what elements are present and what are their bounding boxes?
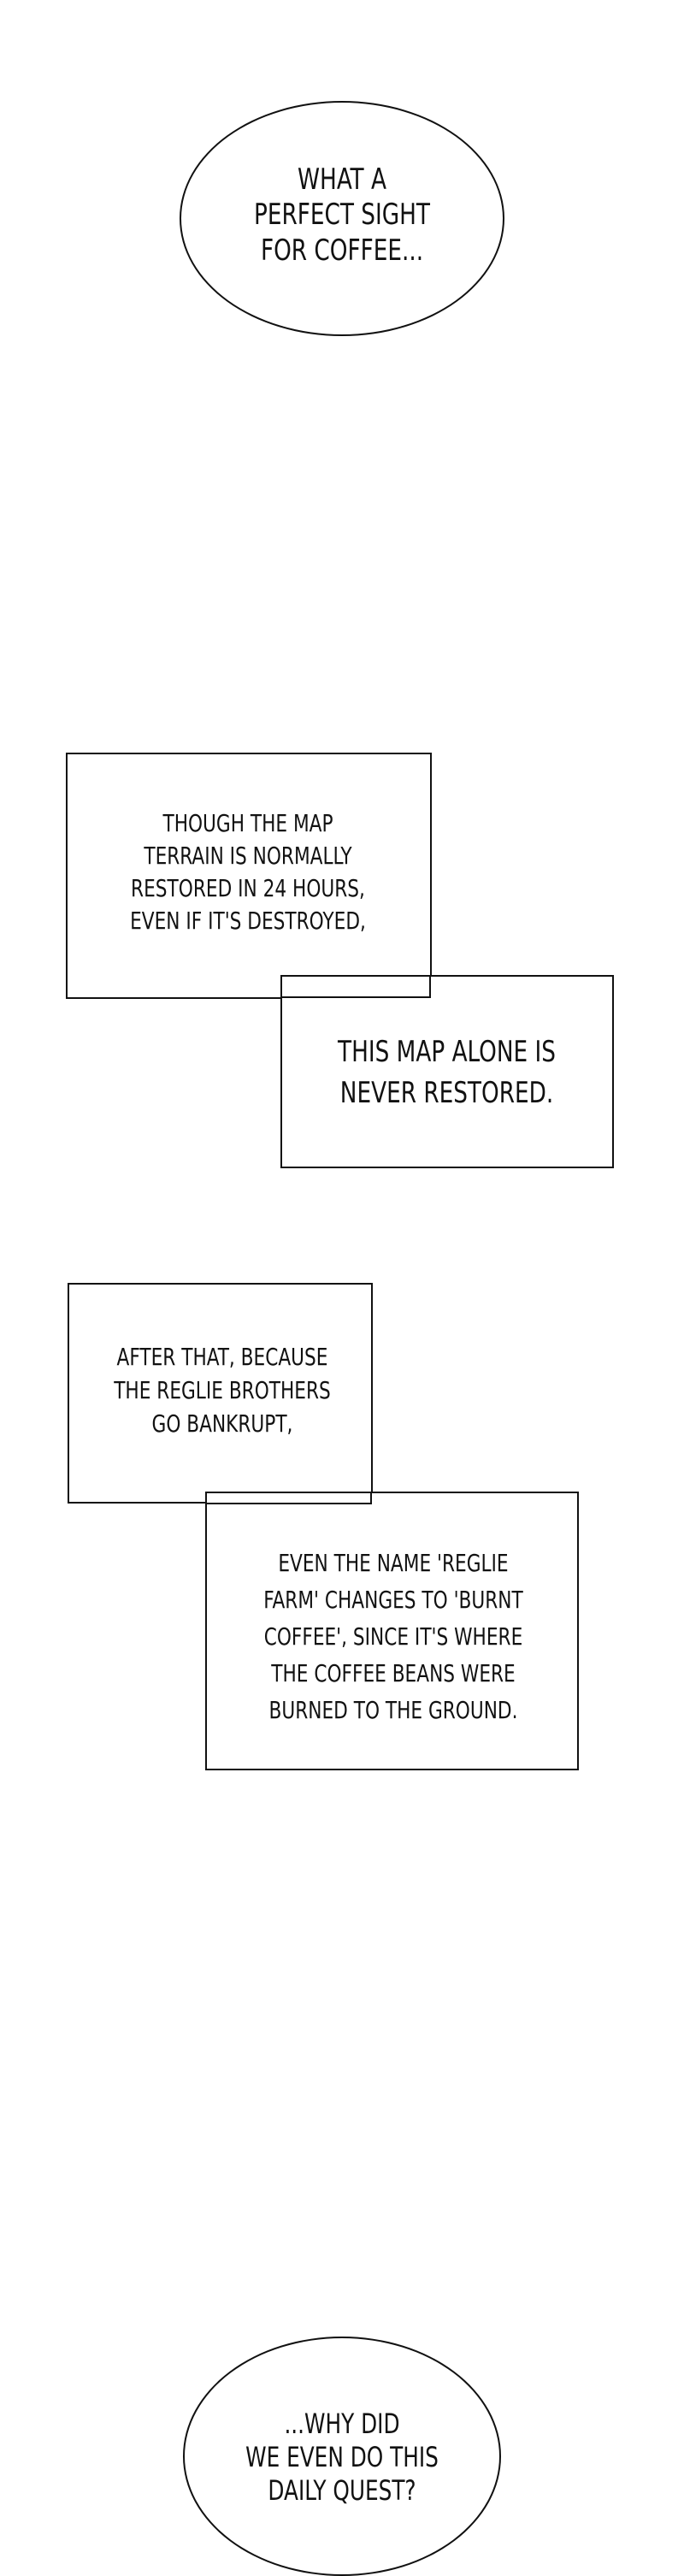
speech-bubble [180, 101, 504, 336]
caption-box [66, 753, 432, 999]
caption-text: EVEN THE NAME 'REGLIE FARM' CHANGES TO '… [263, 1549, 523, 1725]
speech-bubble-text: WHAT A PERFECT SIGHT FOR COFFEE... [254, 162, 430, 268]
caption-text: AFTER THAT, BECAUSE THE REGLIE BROTHERS … [114, 1343, 331, 1439]
speech-bubble-text: ...WHY DID WE EVEN DO THIS DAILY QUEST? [245, 2408, 439, 2508]
caption-box [68, 1283, 373, 1504]
caption-text: THIS MAP ALONE IS NEVER RESTORED. [338, 1035, 556, 1111]
caption-box [280, 975, 614, 1168]
speech-bubble [183, 2337, 501, 2576]
caption-box [205, 1492, 579, 1770]
caption-text: THOUGH THE MAP TERRAIN IS NORMALLY RESTO… [130, 809, 366, 936]
